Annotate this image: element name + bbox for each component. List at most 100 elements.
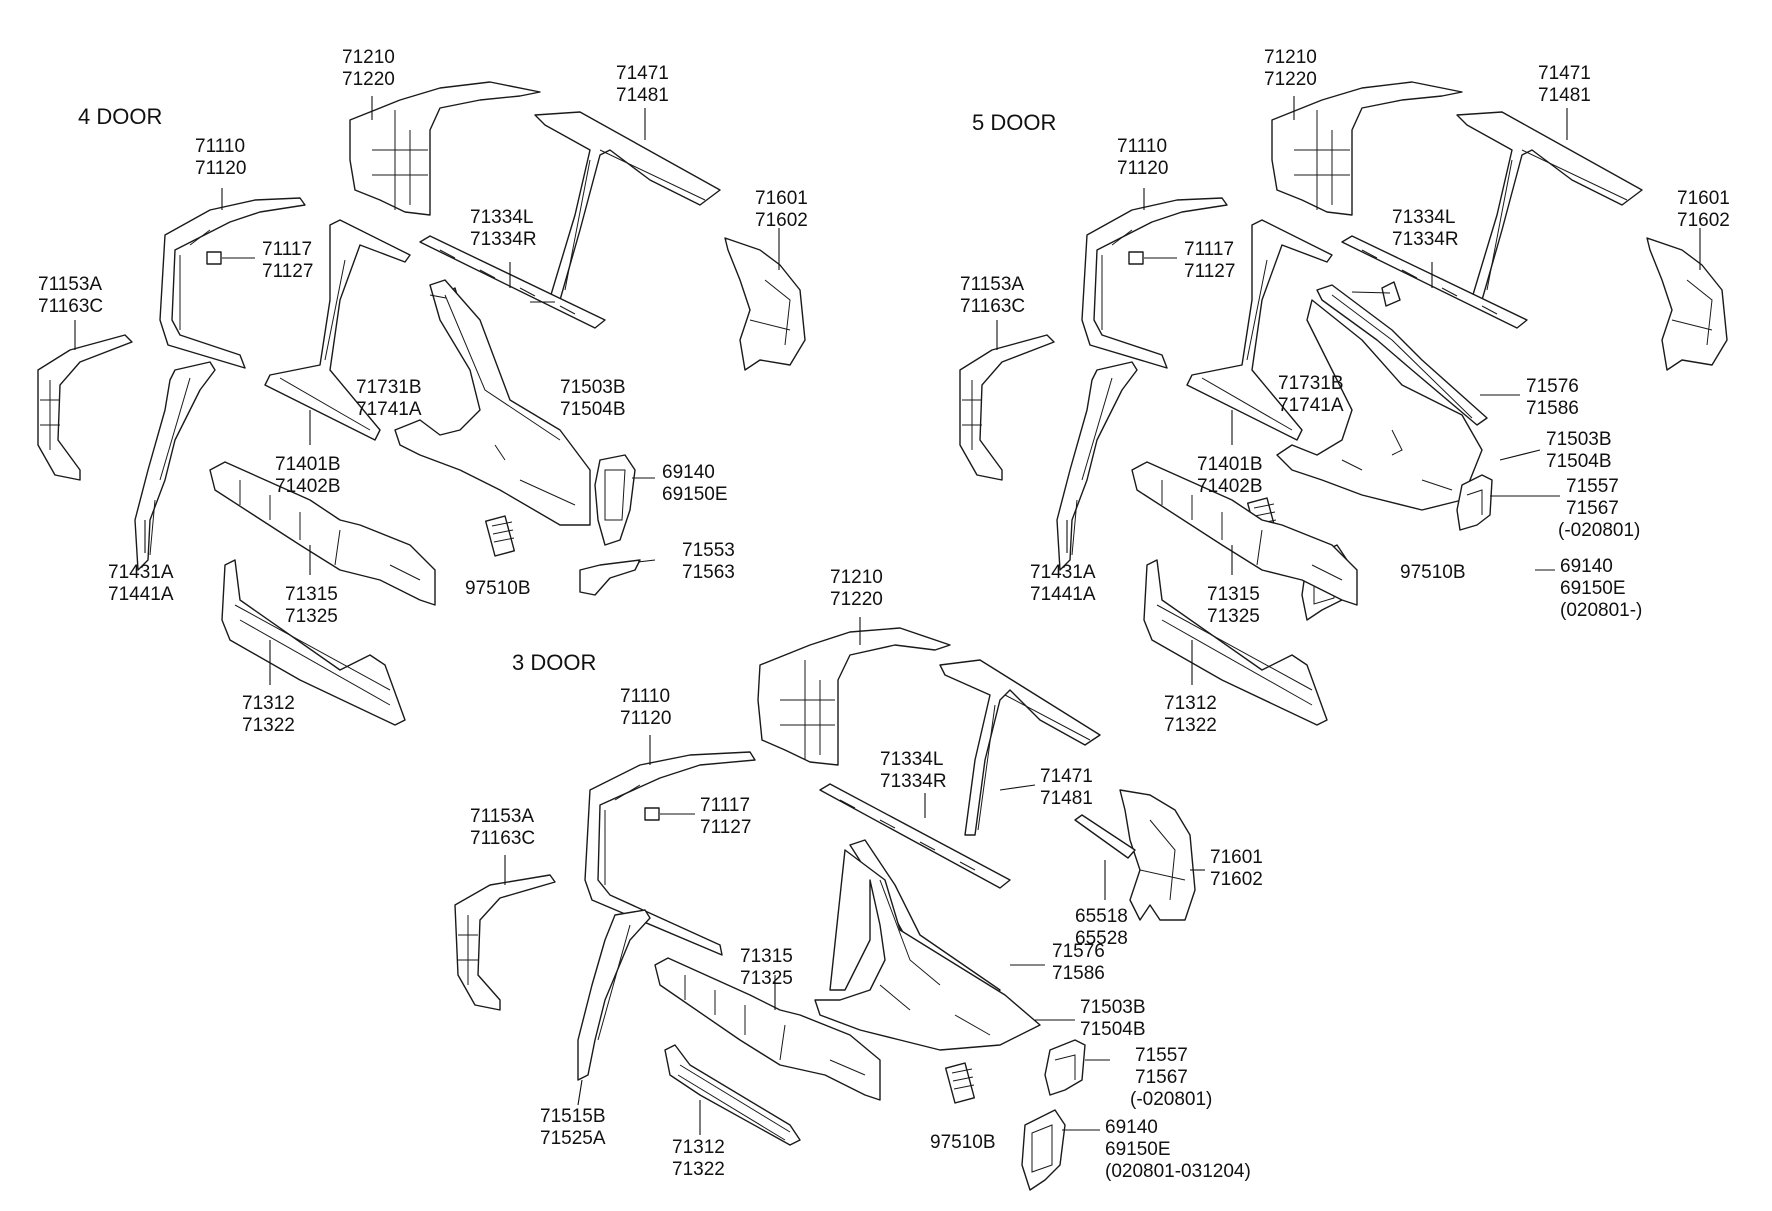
part-71601-shape bbox=[724, 237, 806, 371]
part-71153-shape bbox=[454, 874, 556, 1011]
part-71401-shape bbox=[1186, 219, 1333, 441]
part-69140-shape bbox=[1021, 1109, 1066, 1191]
label-3d-97510: 97510B bbox=[930, 1132, 996, 1153]
leader-lines bbox=[74, 96, 1701, 1135]
part-71503-shape bbox=[394, 279, 591, 526]
part-71431-shape bbox=[1056, 361, 1138, 571]
part-71315-shape bbox=[209, 461, 436, 606]
part-71431-shape bbox=[134, 361, 216, 571]
part-71503-shape bbox=[814, 849, 1041, 1051]
part-71210-shape bbox=[1271, 81, 1463, 216]
part-71312-shape bbox=[1143, 559, 1328, 726]
part-71315-shape bbox=[654, 957, 881, 1101]
part-71471-shape bbox=[1456, 111, 1643, 301]
part-71117-shape bbox=[644, 807, 660, 821]
part-71601-shape bbox=[1646, 237, 1728, 371]
part-71334-shape bbox=[1341, 235, 1528, 329]
part-71312-shape bbox=[221, 559, 406, 726]
part-71210-shape bbox=[757, 627, 951, 766]
part-71601-shape bbox=[1119, 789, 1196, 921]
part-71315-shape bbox=[1131, 461, 1358, 606]
part-71117-shape bbox=[206, 251, 222, 265]
part-71153-shape bbox=[37, 334, 133, 481]
part-71731-shape bbox=[1381, 281, 1401, 307]
part-71471-shape bbox=[939, 659, 1101, 836]
part-71503-shape bbox=[1276, 299, 1483, 511]
part-69140-shape bbox=[594, 454, 636, 546]
part-71110-shape bbox=[1081, 197, 1228, 369]
part-71557-shape bbox=[1456, 474, 1493, 531]
section-title-3-door: 3 DOOR bbox=[512, 650, 596, 675]
part-71401-shape bbox=[264, 219, 411, 441]
four-door-parts bbox=[37, 81, 806, 726]
part-65518-shape bbox=[1074, 814, 1136, 859]
part-71210-shape bbox=[349, 81, 541, 216]
part-71153-shape bbox=[959, 334, 1055, 481]
part-71557-shape bbox=[1044, 1039, 1086, 1096]
five-door-parts bbox=[959, 81, 1728, 726]
part-71471-shape bbox=[534, 111, 721, 301]
part-71576-shape bbox=[1316, 284, 1488, 426]
section-title-5-door: 5 DOOR bbox=[972, 110, 1056, 135]
three-door-parts bbox=[454, 627, 1196, 1191]
part-71117-shape bbox=[1128, 251, 1144, 265]
part-71334-shape bbox=[419, 235, 606, 329]
part-71334-shape bbox=[819, 783, 1011, 889]
part-71515-shape bbox=[577, 909, 651, 1081]
part-71110-shape bbox=[159, 197, 306, 369]
part-71553-shape bbox=[579, 559, 641, 596]
label-4d-97510: 97510B bbox=[465, 578, 531, 599]
label-5d-97510: 97510B bbox=[1400, 562, 1466, 583]
section-title-4-door: 4 DOOR bbox=[78, 104, 162, 129]
part-71312-shape bbox=[664, 1044, 801, 1146]
